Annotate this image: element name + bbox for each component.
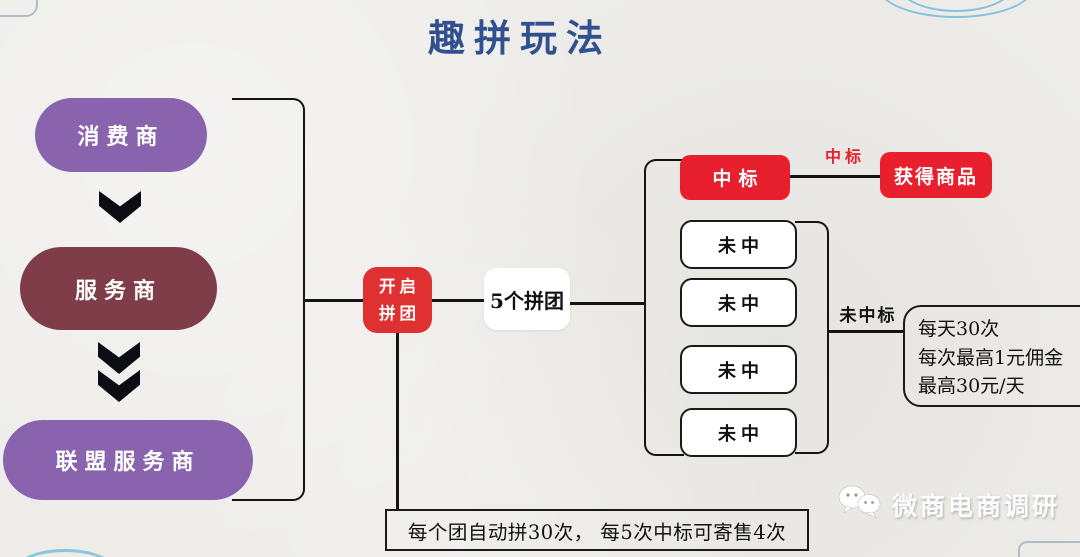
corner-outline-decoration-top-left	[0, 0, 38, 17]
commission-line-2: 每次最高1元佣金	[918, 346, 1064, 369]
node-miss-2-label: 未中	[718, 293, 764, 315]
watermark-text: 微商电商调研	[892, 492, 1061, 521]
chevron-down-icon	[98, 370, 140, 402]
page-title: 趣拼玩法	[428, 16, 612, 60]
arc-decoration-bottom-left	[14, 549, 116, 557]
commission-info-box: 每天30次 每次最高1元佣金 最高30元/天	[903, 305, 1080, 407]
connector-start-to-note	[396, 333, 399, 510]
node-miss-1-label: 未中	[718, 235, 764, 257]
connector-bracket-to-start	[303, 299, 363, 302]
connector-win-to-reward	[790, 175, 880, 178]
node-start-group-buy: 开启 拼团	[363, 267, 432, 333]
node-miss-3: 未中	[680, 345, 797, 394]
node-service-provider-label: 服务商	[74, 277, 162, 304]
watermark: 微商电商调研	[838, 484, 1060, 526]
connector-miss-to-commission	[827, 330, 903, 333]
node-get-goods-label: 获得商品	[893, 165, 978, 188]
edge-label-miss: 未中标	[839, 306, 897, 326]
edge-label-win: 中标	[824, 147, 865, 166]
auto-group-note-box: 每个团自动拼30次， 每5次中标可寄售4次	[385, 509, 809, 551]
bracket-miss-group	[795, 221, 829, 454]
wechat-chat-bubbles-icon	[838, 484, 884, 526]
node-consumer-merchant: 消费商	[35, 98, 207, 172]
auto-group-note-text: 每个团自动拼30次， 每5次中标可寄售4次	[407, 520, 787, 544]
node-five-group-buys: 5个拼团	[484, 268, 570, 330]
chevron-down-icon	[99, 191, 141, 223]
node-miss-4: 未中	[680, 408, 797, 457]
corner-outline-decoration-bottom-right	[1018, 541, 1080, 557]
chevron-down-icon	[98, 342, 140, 374]
connector-start-to-group	[432, 299, 484, 302]
node-alliance-service-provider: 联盟服务商	[3, 420, 253, 500]
node-alliance-service-provider-label: 联盟服务商	[55, 449, 201, 475]
commission-line-3: 最高30元/天	[918, 375, 1025, 397]
node-start-group-buy-line1: 开启	[379, 276, 420, 296]
connector-group-to-bracket	[570, 302, 644, 305]
node-miss-1: 未中	[680, 220, 797, 269]
node-win-bid: 中标	[680, 155, 790, 200]
node-get-goods: 获得商品	[880, 152, 992, 198]
node-start-group-buy-line2: 拼团	[379, 304, 420, 323]
node-five-group-buys-label: 5个拼团	[490, 288, 564, 313]
bracket-outcomes	[644, 159, 684, 456]
node-miss-2: 未中	[680, 278, 797, 327]
commission-line-1: 每天30次	[918, 318, 1000, 340]
node-consumer-merchant-label: 消费商	[77, 124, 165, 150]
bracket-left-column	[232, 98, 305, 501]
node-miss-3-label: 未中	[718, 360, 764, 382]
node-win-bid-label: 中标	[712, 168, 765, 190]
node-service-provider: 服务商	[20, 247, 217, 330]
node-miss-4-label: 未中	[718, 423, 764, 445]
